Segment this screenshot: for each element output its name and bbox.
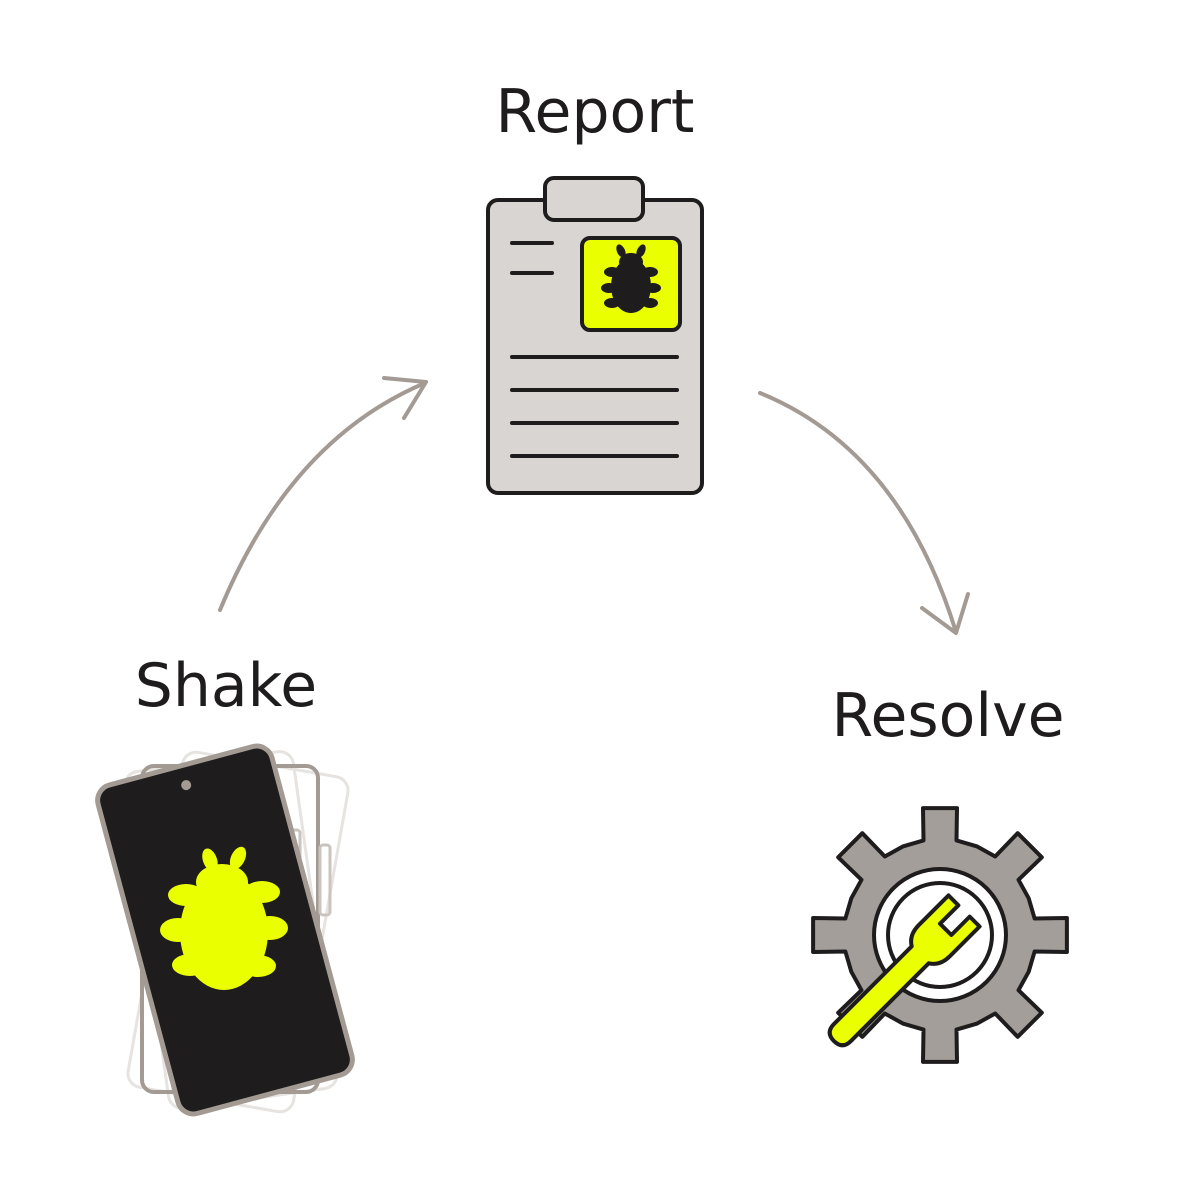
- step-label-report: Report: [495, 77, 695, 147]
- wrench-icon: [827, 893, 982, 1048]
- arrow-shake-to-report: [218, 376, 428, 612]
- arrow-report-to-resolve: [758, 391, 970, 635]
- bug-icon: [160, 846, 288, 990]
- bug-icon: [601, 244, 661, 313]
- step-label-shake: Shake: [134, 651, 318, 721]
- clipboard-bug-report-icon: [486, 176, 704, 495]
- shaking-phone-bug-icon: [95, 743, 355, 1117]
- step-label-resolve: Resolve: [831, 681, 1065, 751]
- gear-wrench-icon: [811, 806, 1069, 1064]
